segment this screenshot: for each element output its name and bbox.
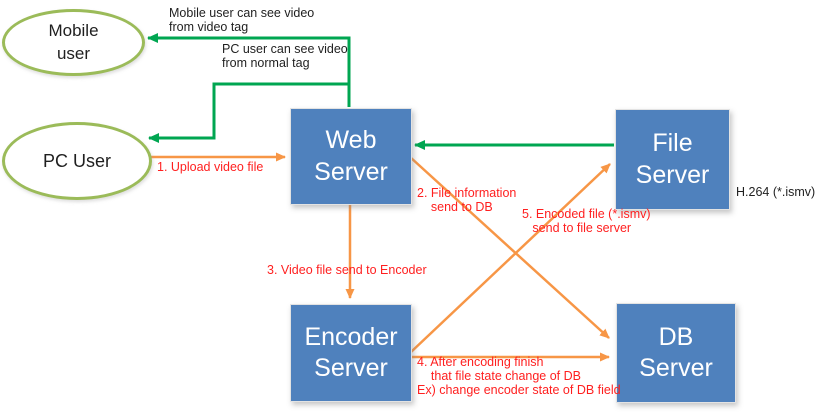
- pc-user-label: PC User: [42, 150, 111, 171]
- arrow-webserver-to-pc-green: [148, 82, 349, 143]
- node-pc-user: PC User: [2, 122, 152, 200]
- annotation-step3: 3. Video file send to Encoder: [267, 263, 427, 277]
- annotation-codec: H.264 (*.ismv): [736, 185, 816, 199]
- arrow-step2-fileinfo-to-db: [409, 156, 610, 339]
- annotation-step2: 2. File information send to DB: [417, 186, 517, 214]
- file-server-label: File Server: [635, 129, 710, 189]
- web-server-label: Web Server: [314, 126, 388, 186]
- encoder-server-label: Encoder Server: [304, 322, 398, 383]
- mobile-user-label: Mobile user: [48, 21, 99, 63]
- db-server-label: DB Server: [639, 322, 713, 383]
- node-encoder-server: Encoder Server: [290, 304, 412, 402]
- annotation-step5: 5. Encoded file (*.ismv) send to file se…: [522, 207, 651, 235]
- annotation-mobile-view: Mobile user can see video from video tag: [169, 6, 315, 34]
- annotation-step4: 4. After encoding finish that file state…: [417, 355, 621, 397]
- annotation-step1: 1. Upload video file: [157, 160, 264, 174]
- annotation-pc-view: PC user can see video from normal tag: [222, 42, 348, 70]
- node-mobile-user: Mobile user: [2, 9, 145, 76]
- node-file-server: File Server: [615, 109, 730, 210]
- arrow-step5-encoded-to-fileserver: [410, 163, 611, 353]
- node-web-server: Web Server: [290, 108, 412, 205]
- node-db-server: DB Server: [616, 303, 736, 403]
